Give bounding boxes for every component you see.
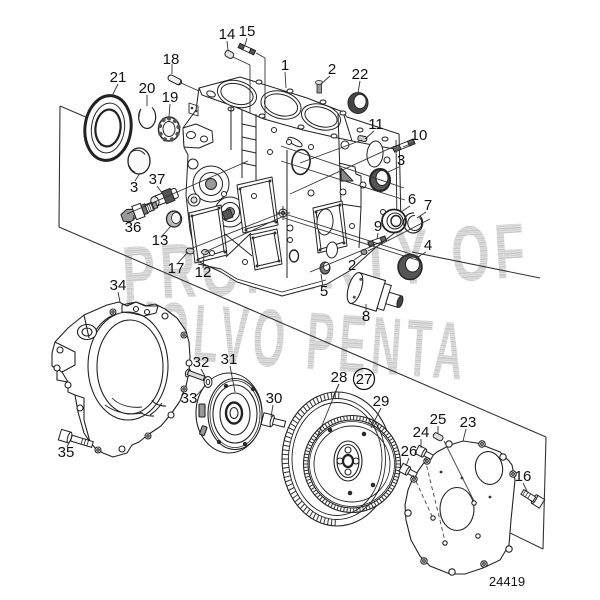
svg-text:23: 23 [460, 414, 477, 431]
svg-text:27: 27 [356, 371, 373, 388]
svg-text:20: 20 [139, 80, 156, 97]
svg-text:35: 35 [58, 444, 75, 461]
svg-text:34: 34 [110, 277, 127, 294]
svg-text:33: 33 [181, 390, 198, 407]
svg-text:5: 5 [320, 283, 328, 300]
svg-text:11: 11 [368, 116, 384, 133]
svg-text:29: 29 [373, 393, 390, 410]
svg-text:30: 30 [266, 390, 283, 407]
svg-text:28: 28 [331, 369, 348, 386]
svg-text:6: 6 [408, 191, 416, 208]
svg-text:9: 9 [374, 218, 382, 235]
svg-text:13: 13 [152, 232, 169, 249]
svg-text:36: 36 [125, 219, 142, 236]
svg-text:10: 10 [411, 127, 428, 144]
svg-text:19: 19 [162, 89, 179, 106]
svg-text:2: 2 [328, 61, 336, 78]
svg-text:2: 2 [348, 257, 356, 274]
svg-text:4: 4 [424, 237, 432, 254]
svg-text:26: 26 [401, 443, 418, 460]
svg-text:31: 31 [221, 351, 238, 368]
svg-text:7: 7 [424, 197, 432, 214]
svg-text:15: 15 [239, 23, 256, 40]
svg-text:1: 1 [281, 57, 289, 74]
svg-text:25: 25 [430, 411, 447, 428]
svg-text:3: 3 [397, 152, 405, 169]
svg-text:24419: 24419 [489, 574, 525, 589]
svg-text:17: 17 [168, 260, 185, 277]
svg-text:14: 14 [219, 26, 236, 43]
svg-text:12: 12 [195, 264, 212, 281]
svg-text:37: 37 [149, 171, 166, 188]
svg-text:21: 21 [110, 69, 127, 86]
svg-text:16: 16 [515, 468, 532, 485]
svg-text:24: 24 [413, 424, 430, 441]
svg-text:3: 3 [130, 179, 138, 196]
svg-text:32: 32 [193, 354, 210, 371]
svg-text:18: 18 [163, 51, 180, 68]
svg-text:22: 22 [352, 66, 369, 83]
svg-text:8: 8 [362, 308, 370, 325]
